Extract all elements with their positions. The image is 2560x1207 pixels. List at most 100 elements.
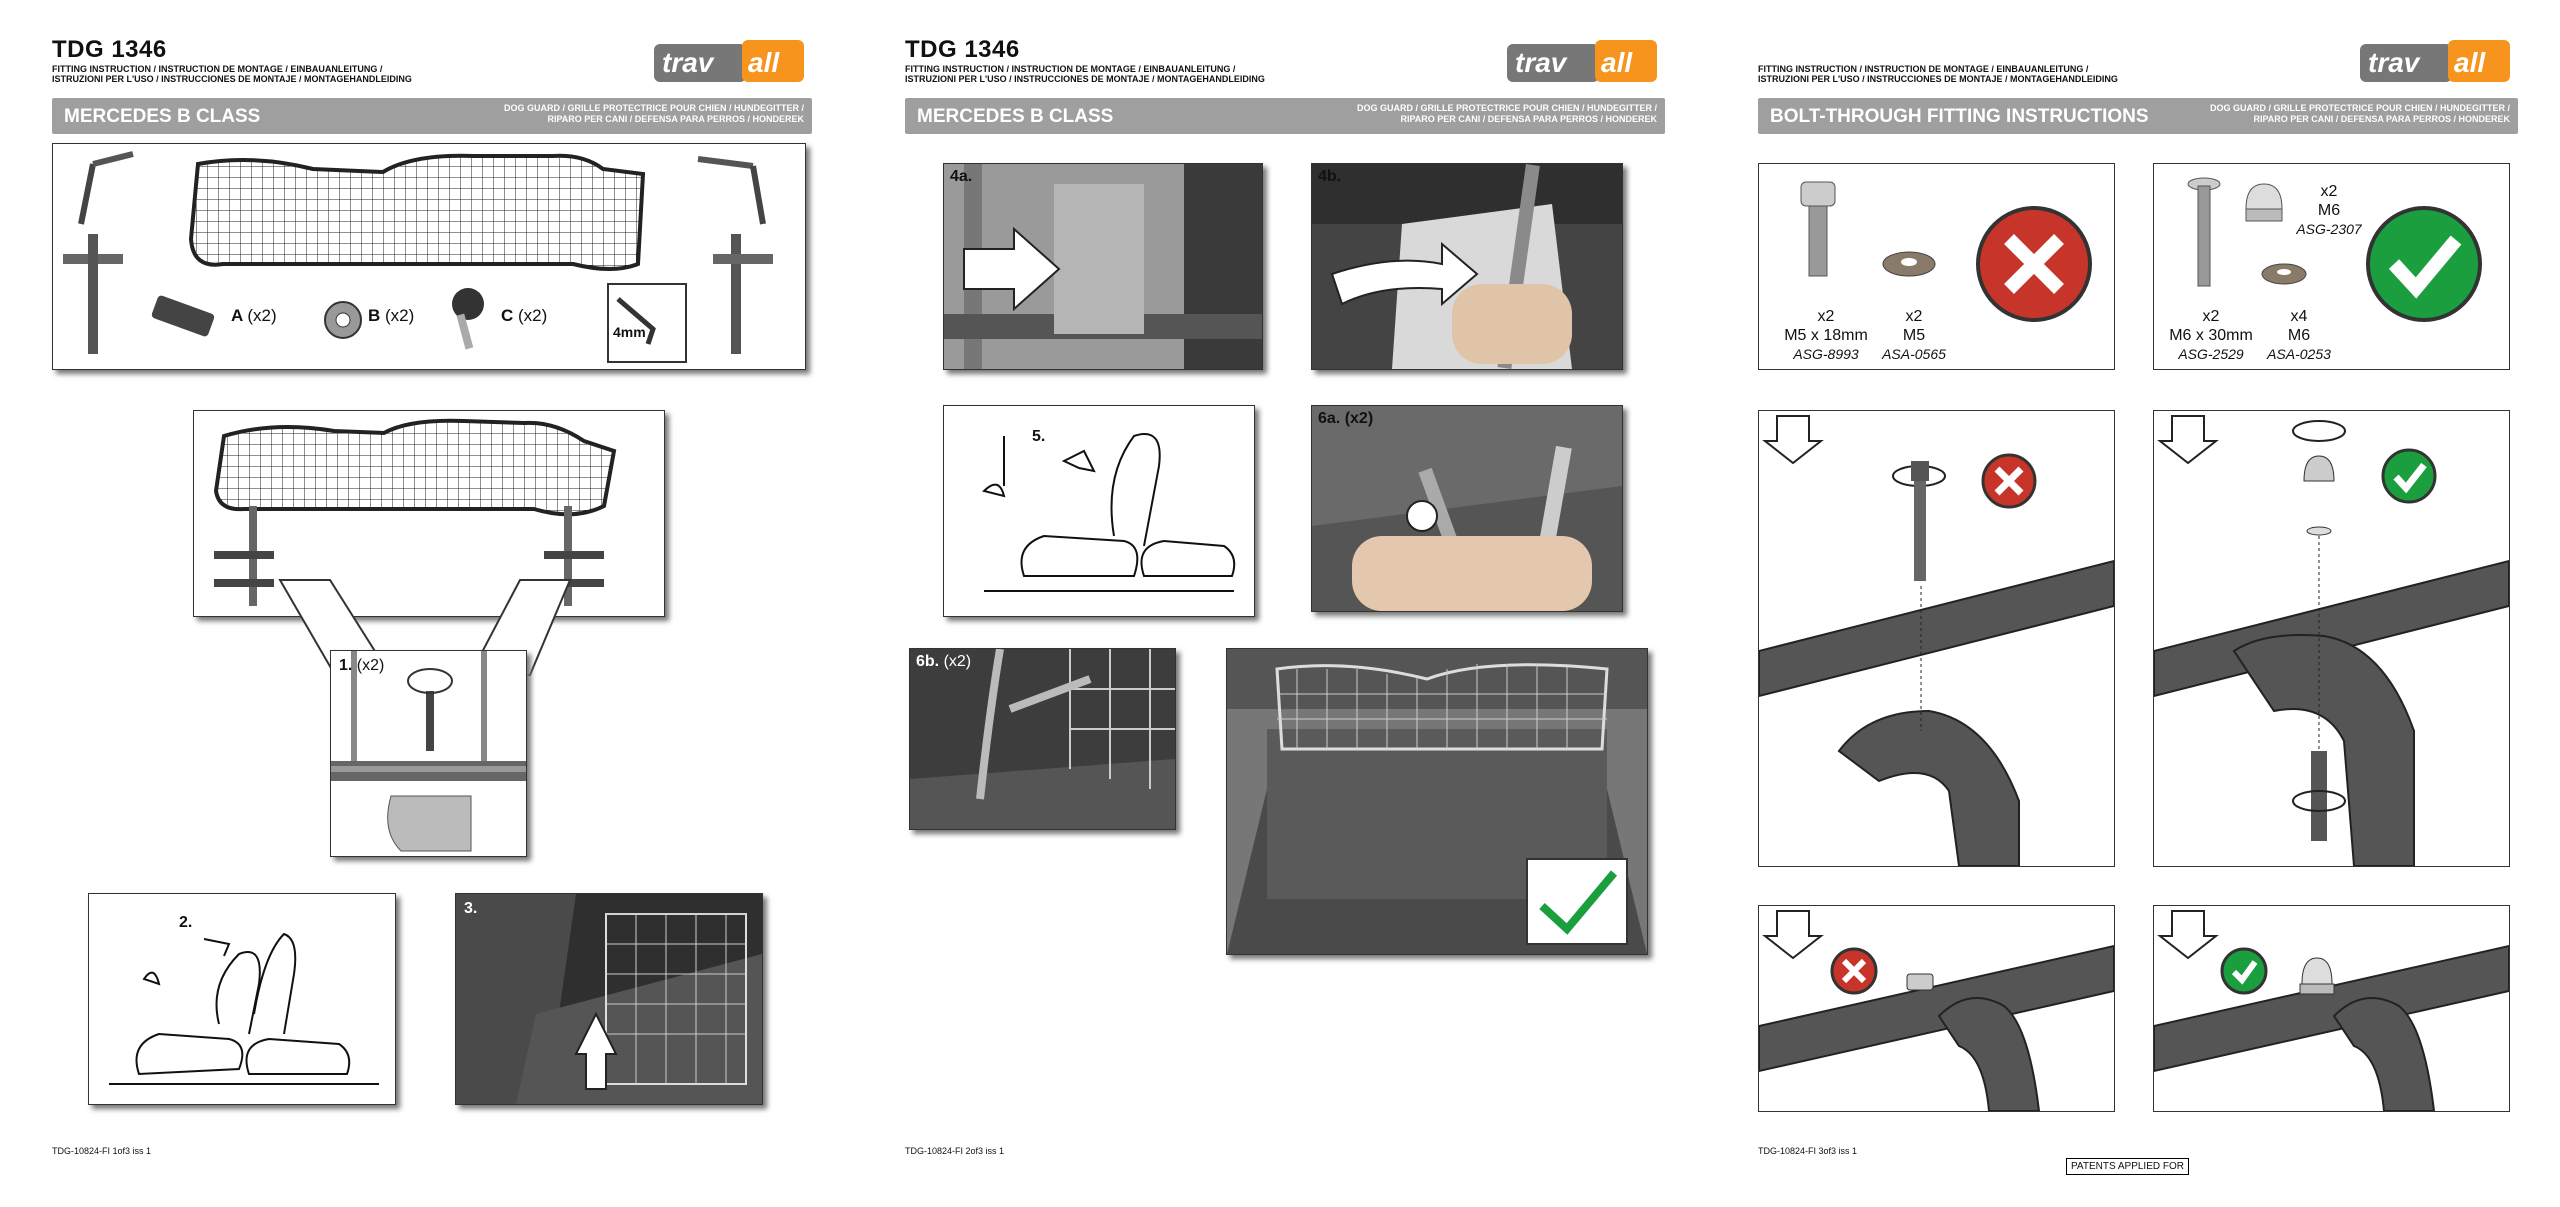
step-3-label: 3.: [464, 900, 478, 917]
travall-logo: trav all: [1507, 40, 1657, 82]
part-b-letter: B: [368, 306, 381, 325]
step-3-photo: [456, 894, 762, 1104]
right-parts-illustration: [2187, 177, 2482, 322]
wrong-bolt-qty: x2: [1817, 308, 1835, 325]
assembled-guard-panel: [193, 410, 665, 617]
right-nut-size: M6: [2317, 202, 2341, 219]
doc-subtitle-line1: FITTING INSTRUCTION / INSTRUCTION DE MON…: [905, 64, 1236, 74]
section-header-bar: MERCEDES B CLASS DOG GUARD / GRILLE PROT…: [52, 98, 812, 134]
right-assembly-panel: [2153, 410, 2510, 867]
right-washer-label: x4 M6 ASA-0253: [2254, 307, 2344, 364]
allen-key-label: 4mm: [613, 324, 646, 340]
wrong-assembly-panel: [1758, 410, 2115, 867]
wrong-parts-illustration: [1800, 181, 2092, 322]
step-4b-label: 4b.: [1318, 168, 1342, 185]
right-bolt-size: M6 x 30mm: [2169, 327, 2253, 344]
part-b-label: B (x2): [368, 306, 414, 326]
step-6b-photo: [910, 649, 1175, 829]
wrong-final-panel: [1758, 905, 2115, 1112]
step-6a-photo: [1312, 406, 1622, 611]
section-subtitle: DOG GUARD / GRILLE PROTECTRICE POUR CHIE…: [2210, 103, 2510, 125]
right-bolt-label: x2 M6 x 30mm ASG-2529: [2166, 307, 2256, 364]
parts-panel: A (x2) B (x2) C (x2) 4mm: [52, 143, 806, 370]
right-bolt-qty: x2: [2202, 308, 2220, 325]
step-6a-panel: 6a. (x2): [1311, 405, 1623, 612]
footer-code: TDG-10824-FI 2of3 iss 1: [905, 1146, 1005, 1156]
step-2-label: 2.: [179, 914, 193, 931]
page-1: TDG 1346 FITTING INSTRUCTION / INSTRUCTI…: [0, 0, 853, 1207]
logo-text-right: all: [1601, 47, 1633, 78]
doc-subtitle-line2: ISTRUZIONI PER L'USO / INSTRUCCIONES DE …: [905, 74, 1265, 84]
step-1-illustration: [331, 651, 526, 852]
section-title: BOLT-THROUGH FITTING INSTRUCTIONS: [1770, 106, 2149, 127]
step-4a-label: 4a.: [950, 168, 973, 185]
part-b-qty: (x2): [385, 306, 415, 325]
travall-logo: trav all: [654, 40, 804, 82]
part-a-letter: A: [231, 306, 243, 325]
patents-note: PATENTS APPLIED FOR: [2066, 1158, 2189, 1175]
right-final-illustration: [2154, 910, 2509, 1111]
wrong-washer-size: M5: [1902, 327, 1926, 344]
step-4a-photo: [944, 164, 1262, 369]
page-2: TDG 1346 FITTING INSTRUCTION / INSTRUCTI…: [853, 0, 1706, 1207]
section-subtitle-line1: DOG GUARD / GRILLE PROTECTRICE POUR CHIE…: [2209, 103, 2510, 113]
right-parts-panel: x2 M6 x 30mm ASG-2529 x4 M6 ASA-0253 x2 …: [2153, 163, 2510, 370]
part-c-qty: (x2): [518, 306, 548, 325]
final-checkmark-icon: [1539, 870, 1618, 935]
step-5-label: 5.: [1032, 428, 1046, 445]
step-6b-panel: 6b. (x2): [909, 648, 1176, 830]
step-1-label: 1. (x2): [339, 657, 384, 675]
right-nut-code: ASG-2307: [2296, 221, 2362, 237]
wrong-bolt-size: M5 x 18mm: [1784, 327, 1868, 344]
wrong-bolt-label: x2 M5 x 18mm ASG-8993: [1781, 307, 1871, 364]
part-a-label: A (x2): [231, 306, 277, 326]
right-nut-qty: x2: [2320, 183, 2338, 200]
footer-code: TDG-10824-FI 1of3 iss 1: [52, 1146, 152, 1156]
step-3-panel: 3.: [455, 893, 763, 1105]
wrong-assembly-illustration: [1759, 415, 2114, 866]
doc-subtitle-line2: ISTRUZIONI PER L'USO / INSTRUCCIONES DE …: [1758, 74, 2118, 84]
section-subtitle: DOG GUARD / GRILLE PROTECTRICE POUR CHIE…: [1357, 103, 1657, 125]
step-2-panel: 2.: [88, 893, 396, 1105]
section-header-bar: BOLT-THROUGH FITTING INSTRUCTIONS DOG GU…: [1758, 98, 2518, 134]
step-4b-panel: 4b.: [1311, 163, 1623, 370]
step-6b-label: 6b. (x2): [916, 653, 971, 671]
step-4a-panel: 4a.: [943, 163, 1263, 370]
logo-text-left: trav: [2368, 47, 2421, 78]
footer-code: TDG-10824-FI 3of3 iss 1: [1758, 1146, 1858, 1156]
step-6b-number: 6b.: [916, 653, 940, 670]
logo-text-right: all: [2454, 47, 2486, 78]
right-washer-size: M6: [2287, 327, 2311, 344]
wrong-final-illustration: [1759, 910, 2114, 1111]
section-subtitle-line1: DOG GUARD / GRILLE PROTECTRICE POUR CHIE…: [1356, 103, 1657, 113]
parts-illustration: [63, 151, 773, 363]
right-bolt-code: ASG-2529: [2178, 346, 2244, 362]
doc-subtitle-line1: FITTING INSTRUCTION / INSTRUCTION DE MON…: [1758, 64, 2089, 74]
wrong-parts-panel: x2 M5 x 18mm ASG-8993 x2 M5 ASA-0565: [1758, 163, 2115, 370]
doc-title: TDG 1346: [905, 36, 1020, 63]
logo-text-right: all: [748, 47, 780, 78]
part-c-label: C (x2): [501, 306, 547, 326]
step-5-illustration: [982, 433, 1236, 592]
part-c-letter: C: [501, 306, 514, 325]
section-subtitle-line2: RIPARO PER CANI / DEFENSA PARA PERROS / …: [547, 114, 804, 124]
doc-subtitle: FITTING INSTRUCTION / INSTRUCTION DE MON…: [1758, 64, 2118, 84]
right-washer-qty: x4: [2290, 308, 2308, 325]
logo-text-left: trav: [1515, 47, 1568, 78]
section-subtitle-line1: DOG GUARD / GRILLE PROTECTRICE POUR CHIE…: [503, 103, 804, 113]
step-1-number: 1.: [339, 657, 353, 674]
wrong-bolt-code: ASG-8993: [1793, 346, 1859, 362]
step-6b-qty: (x2): [943, 653, 972, 670]
step-4b-photo: [1312, 164, 1622, 369]
right-washer-code: ASA-0253: [2267, 346, 2331, 362]
doc-subtitle-line2: ISTRUZIONI PER L'USO / INSTRUCCIONES DE …: [52, 74, 412, 84]
section-title: MERCEDES B CLASS: [64, 106, 261, 127]
step-1-panel: 1. (x2): [330, 650, 527, 857]
wrong-washer-code: ASA-0565: [1882, 346, 1946, 362]
right-final-panel: [2153, 905, 2510, 1112]
doc-title: TDG 1346: [52, 36, 167, 63]
page-3: FITTING INSTRUCTION / INSTRUCTION DE MON…: [1706, 0, 2559, 1207]
right-assembly-illustration: [2154, 415, 2509, 866]
doc-subtitle: FITTING INSTRUCTION / INSTRUCTION DE MON…: [52, 64, 412, 84]
final-result-photo: [1227, 649, 1647, 954]
